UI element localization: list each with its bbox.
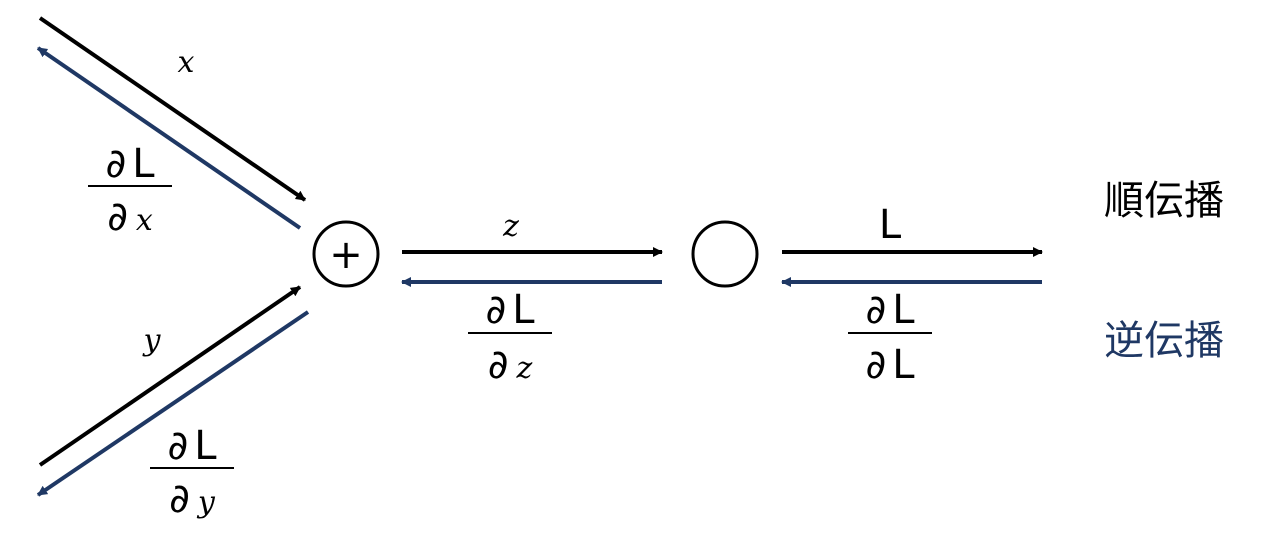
output-node xyxy=(691,220,759,288)
backward-arrow-y xyxy=(36,310,310,497)
dz-num-var: L xyxy=(512,287,535,333)
svg-text:∂L: ∂L xyxy=(866,287,916,333)
dz-num-partial: ∂ xyxy=(486,287,507,333)
label-L: L xyxy=(879,202,902,248)
dy-den-var: y xyxy=(196,485,216,520)
svg-text:∂z: ∂z xyxy=(488,342,533,388)
svg-text:∂x: ∂x xyxy=(107,194,153,240)
label-z: z xyxy=(502,209,519,244)
legend-forward: 順伝播 xyxy=(1104,178,1224,224)
gradient-dL-dL: ∂L ∂L xyxy=(848,287,932,388)
forward-arrow-x xyxy=(38,16,307,202)
svg-text:∂L: ∂L xyxy=(168,423,218,469)
add-node-symbol: + xyxy=(329,232,363,278)
svg-text:∂y: ∂y xyxy=(169,476,216,522)
svg-text:∂L: ∂L xyxy=(866,342,916,388)
gradient-dL-dy: ∂L ∂y xyxy=(150,423,234,522)
dL-num-var: L xyxy=(892,287,915,333)
svg-text:∂L: ∂L xyxy=(106,141,156,187)
dz-den-partial: ∂ xyxy=(488,342,509,388)
dx-den-var: x xyxy=(136,203,153,238)
dy-num-partial: ∂ xyxy=(168,423,189,469)
label-x: x xyxy=(178,45,195,80)
gradient-dL-dx: ∂L ∂x xyxy=(88,141,172,240)
legend-backward: 逆伝播 xyxy=(1104,318,1224,364)
add-node xyxy=(312,220,380,288)
dL-den-partial: ∂ xyxy=(866,342,887,388)
dx-num-var: L xyxy=(132,141,155,187)
gradient-dL-dz: ∂L ∂z xyxy=(468,287,552,388)
dz-den-var: z xyxy=(515,351,532,386)
dL-num-partial: ∂ xyxy=(866,287,887,333)
dL-den-var: L xyxy=(892,342,915,388)
label-y: y xyxy=(142,323,162,358)
dx-num-partial: ∂ xyxy=(106,141,127,187)
dx-den-partial: ∂ xyxy=(107,194,128,240)
dy-num-var: L xyxy=(194,423,217,469)
svg-text:∂L: ∂L xyxy=(486,287,536,333)
dy-den-partial: ∂ xyxy=(169,476,190,522)
backward-arrow-x xyxy=(36,46,302,230)
forward-arrow-y xyxy=(38,285,302,467)
